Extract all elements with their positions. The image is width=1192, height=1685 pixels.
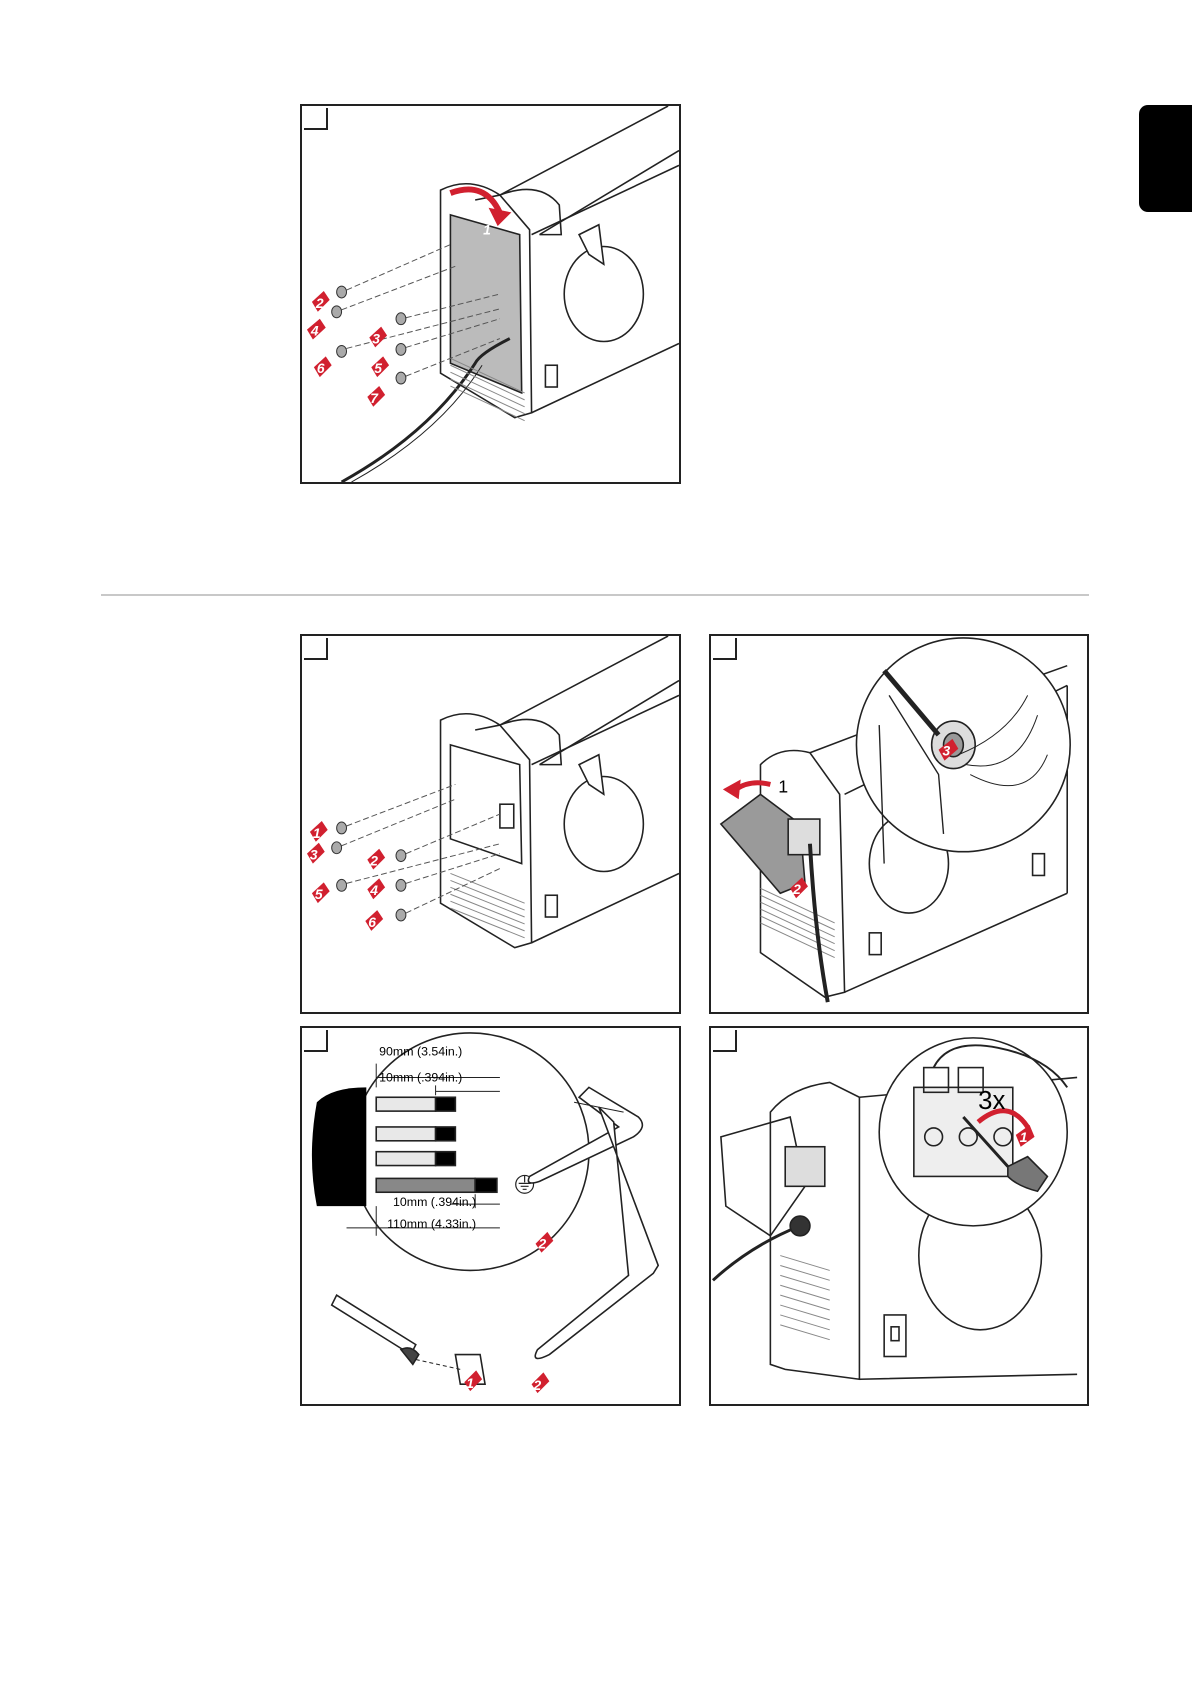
figure-remove-rear-cover: 1 3 5 2 4 6 bbox=[300, 634, 681, 1014]
figure-remove-side-panel: 2 4 6 3 5 7 1 bbox=[300, 104, 681, 484]
callout-2-lower: 2 bbox=[533, 1377, 542, 1393]
callout-2: 2 bbox=[369, 853, 378, 869]
figure-disconnect-mains-cable: 1 2 3 bbox=[709, 634, 1089, 1014]
illustration-terminal-block: 3x 1 bbox=[711, 1028, 1087, 1404]
callout-1: 1 bbox=[313, 825, 321, 841]
callout-7: 7 bbox=[370, 390, 379, 406]
illustration-open-cover-detail: 1 2 3 bbox=[711, 636, 1087, 1012]
callout-5: 5 bbox=[374, 360, 382, 376]
callout-2: 2 bbox=[792, 881, 801, 897]
callout-5: 5 bbox=[315, 886, 323, 902]
illustration-power-source-rear-cover: 1 3 5 2 4 6 bbox=[302, 636, 679, 1012]
illustration-power-source-rear: 2 4 6 3 5 7 1 bbox=[302, 106, 679, 482]
callout-6: 6 bbox=[317, 360, 325, 376]
dimension-110mm: 110mm (4.33in.) bbox=[387, 1217, 476, 1231]
callout-3: 3 bbox=[372, 330, 380, 346]
chapter-tab bbox=[1139, 105, 1192, 212]
dimension-90mm: 90mm (3.54in.) bbox=[379, 1045, 462, 1059]
repeat-count-label: 3x bbox=[978, 1087, 1005, 1115]
dimension-10mm-top: 10mm (.394in.) bbox=[379, 1070, 462, 1084]
callout-4: 4 bbox=[310, 323, 319, 339]
figure-prepare-cable: 90mm (3.54in.) 10mm (.394in.) 10mm (.394… bbox=[300, 1026, 681, 1406]
illustration-cable-strip-dimensions: 90mm (3.54in.) 10mm (.394in.) 10mm (.394… bbox=[302, 1028, 679, 1404]
callout-3: 3 bbox=[943, 743, 951, 759]
callout-6: 6 bbox=[368, 914, 376, 930]
figure-connect-terminals: 3x 1 bbox=[709, 1026, 1089, 1406]
callout-1: 1 bbox=[1020, 1129, 1028, 1145]
callout-1: 1 bbox=[778, 776, 788, 796]
dimension-10mm-bottom: 10mm (.394in.) bbox=[393, 1195, 476, 1209]
callout-2-upper: 2 bbox=[537, 1236, 546, 1252]
callout-4: 4 bbox=[369, 882, 378, 898]
callout-3: 3 bbox=[310, 847, 318, 863]
callout-1: 1 bbox=[466, 1375, 474, 1391]
callout-2: 2 bbox=[315, 295, 324, 311]
section-divider bbox=[101, 594, 1089, 596]
callout-1: 1 bbox=[483, 222, 491, 238]
